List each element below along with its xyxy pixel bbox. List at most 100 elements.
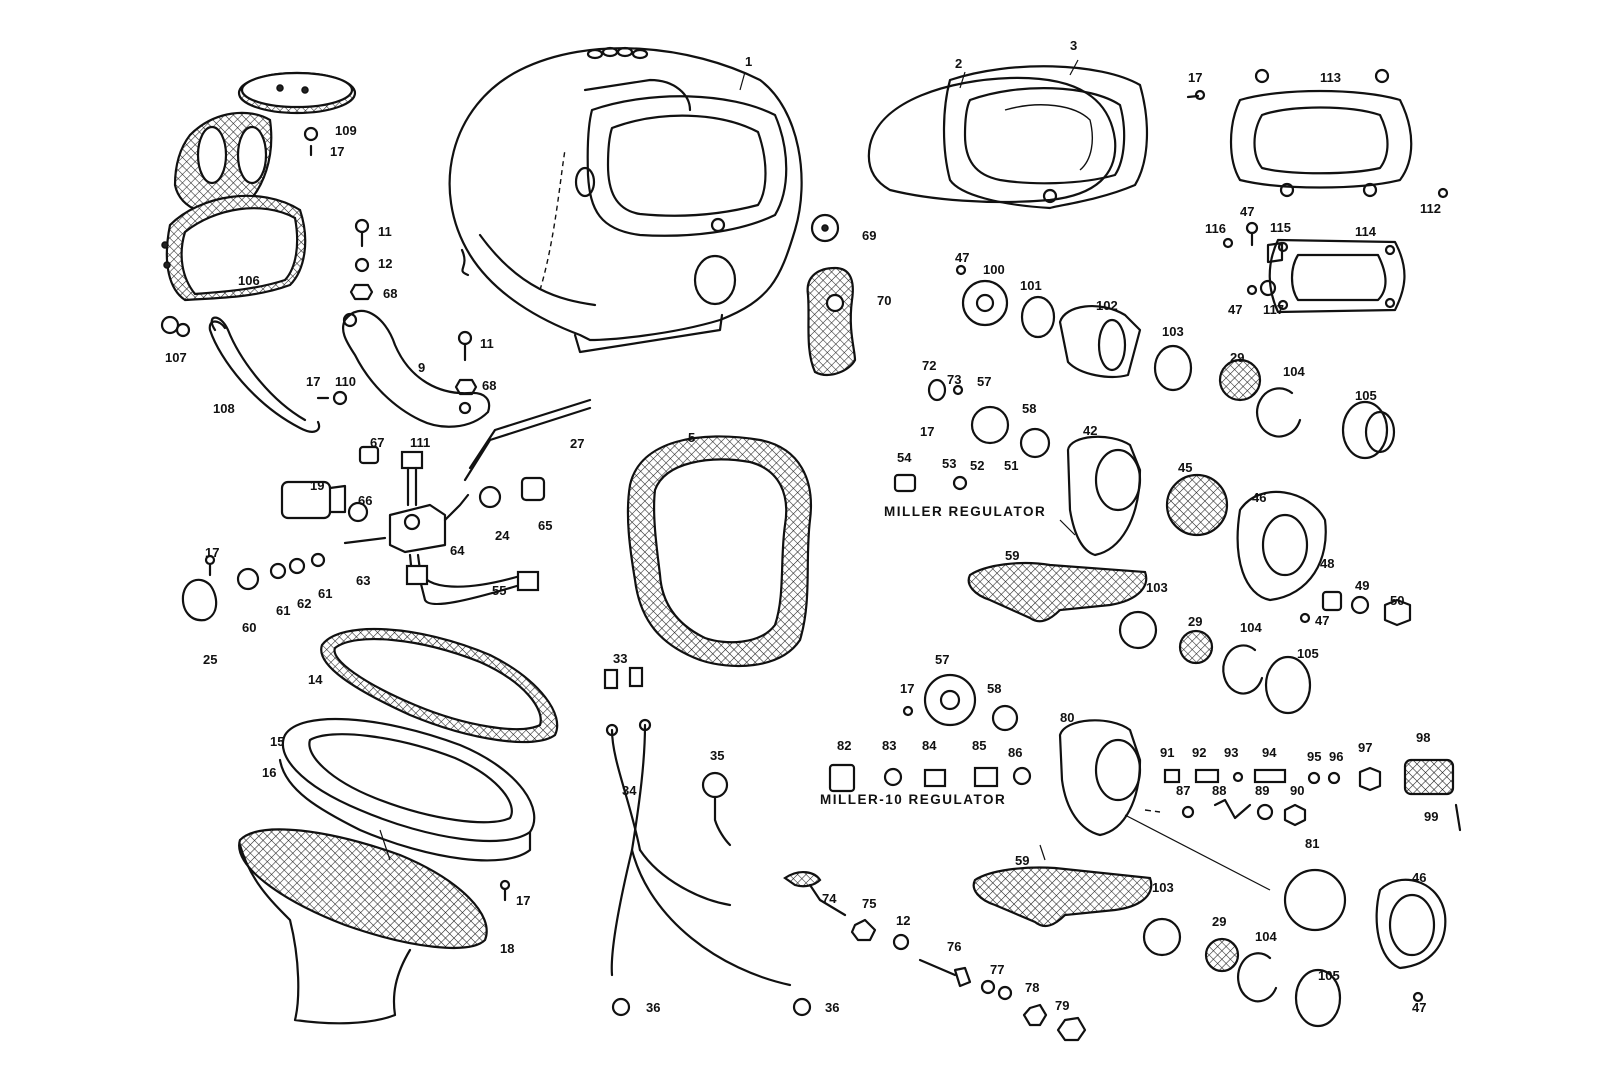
part-label: 2 xyxy=(955,56,962,71)
part-label: 29 xyxy=(1212,914,1226,929)
part-label: 99 xyxy=(1424,809,1438,824)
part-label: 61 xyxy=(318,586,332,601)
part-label: 110 xyxy=(335,374,356,389)
part-label: 35 xyxy=(710,748,724,763)
part-label: 5 xyxy=(688,430,695,445)
part-label: 17 xyxy=(920,424,934,439)
part-label: 107 xyxy=(165,350,187,365)
side-valve-assembly xyxy=(961,279,1396,460)
part-label: 17 xyxy=(306,374,320,389)
miller-10-regulator-assembly xyxy=(828,673,1462,1028)
faceplate-assembly xyxy=(867,65,1149,210)
part-label: 117 xyxy=(1263,302,1284,317)
part-113-frame xyxy=(1229,68,1413,198)
part-label: 61 xyxy=(276,603,290,618)
small-fasteners xyxy=(204,89,1449,902)
part-label: 94 xyxy=(1262,745,1277,760)
part-label: 46 xyxy=(1412,870,1426,885)
part-label: 83 xyxy=(882,738,896,753)
part-label: 77 xyxy=(990,962,1004,977)
part-label: 115 xyxy=(1270,220,1291,235)
part-label: 59 xyxy=(1015,853,1029,868)
helmet-vent-slots xyxy=(586,46,649,60)
part-label: 60 xyxy=(242,620,256,635)
part-label: 70 xyxy=(877,293,891,308)
part-label: 47 xyxy=(1315,613,1329,628)
part-label: 53 xyxy=(942,456,956,471)
part-label: 116 xyxy=(1205,221,1226,236)
part-label: 111 xyxy=(410,435,430,450)
part-label: 57 xyxy=(977,374,991,389)
part-label: 102 xyxy=(1096,298,1118,313)
part-label: 85 xyxy=(972,738,986,753)
part-label: 1 xyxy=(745,54,752,69)
part-label: 100 xyxy=(983,262,1005,277)
part-label: 109 xyxy=(335,123,357,138)
part-label: 51 xyxy=(1004,458,1018,473)
manifold-block xyxy=(181,398,592,622)
part-label: 73 xyxy=(947,372,961,387)
part-label: 76 xyxy=(947,939,961,954)
part-label: 82 xyxy=(837,738,851,753)
part-label: 25 xyxy=(203,652,217,667)
part-label: 67 xyxy=(370,435,384,450)
part-label: 101 xyxy=(1020,278,1042,293)
part-label: 80 xyxy=(1060,710,1074,725)
part-label: 106 xyxy=(238,273,260,288)
leader-lines xyxy=(379,59,1079,861)
part-label: 49 xyxy=(1355,578,1369,593)
helmet-shell xyxy=(448,46,803,354)
part-label: 96 xyxy=(1329,749,1343,764)
part-label: 42 xyxy=(1083,423,1097,438)
part-label: 24 xyxy=(495,528,510,543)
part-label: 29 xyxy=(1188,614,1202,629)
part-label: 104 xyxy=(1255,929,1277,944)
part-label: 29 xyxy=(1230,350,1244,365)
part-label: 105 xyxy=(1297,646,1319,661)
part-label: 114 xyxy=(1355,224,1377,239)
part-label: 33 xyxy=(613,651,627,666)
part-9-bracket xyxy=(341,309,491,428)
part-label: 17 xyxy=(1188,70,1202,85)
part-label: 104 xyxy=(1240,620,1262,635)
part-label: 103 xyxy=(1152,880,1174,895)
part-label: 55 xyxy=(492,583,506,598)
part-label: 11 xyxy=(480,336,494,351)
part-5-face-seal xyxy=(626,435,812,668)
miller-10-regulator-caption: MILLER-10 REGULATOR xyxy=(820,792,1006,807)
part-label: 62 xyxy=(297,596,311,611)
part-label: 105 xyxy=(1355,388,1377,403)
neck-ring-assembly xyxy=(238,627,559,1025)
part-label: 59 xyxy=(1005,548,1019,563)
part-label: 86 xyxy=(1008,745,1022,760)
part-label: 11 xyxy=(378,224,392,239)
part-label: 14 xyxy=(308,672,323,687)
part-label: 3 xyxy=(1070,38,1077,53)
part-label: 46 xyxy=(1252,490,1266,505)
part-label: 93 xyxy=(1224,745,1238,760)
part-70-pad xyxy=(806,213,857,377)
part-label: 72 xyxy=(922,358,936,373)
part-label: 112 xyxy=(1420,201,1441,216)
part-label: 58 xyxy=(1022,401,1036,416)
part-label: 64 xyxy=(450,543,465,558)
part-label: 36 xyxy=(825,1000,839,1015)
part-label: 15 xyxy=(270,734,284,749)
part-label: 52 xyxy=(970,458,984,473)
part-label: 103 xyxy=(1162,324,1184,339)
part-114-window-frame xyxy=(1268,238,1406,314)
part-label: 103 xyxy=(1146,580,1168,595)
part-label: 63 xyxy=(356,573,370,588)
part-label: 47 xyxy=(1240,204,1254,219)
part-label: 12 xyxy=(896,913,910,928)
part-label: 36 xyxy=(646,1000,660,1015)
part-label: 92 xyxy=(1192,745,1206,760)
part-label: 50 xyxy=(1390,593,1404,608)
part-label: 9 xyxy=(418,360,425,375)
miller-regulator-assembly xyxy=(893,378,1412,715)
miller-regulator-caption: MILLER REGULATOR xyxy=(884,504,1046,519)
part-label: 74 xyxy=(822,891,837,906)
part-label: 17 xyxy=(900,681,914,696)
part-label: 48 xyxy=(1320,556,1334,571)
